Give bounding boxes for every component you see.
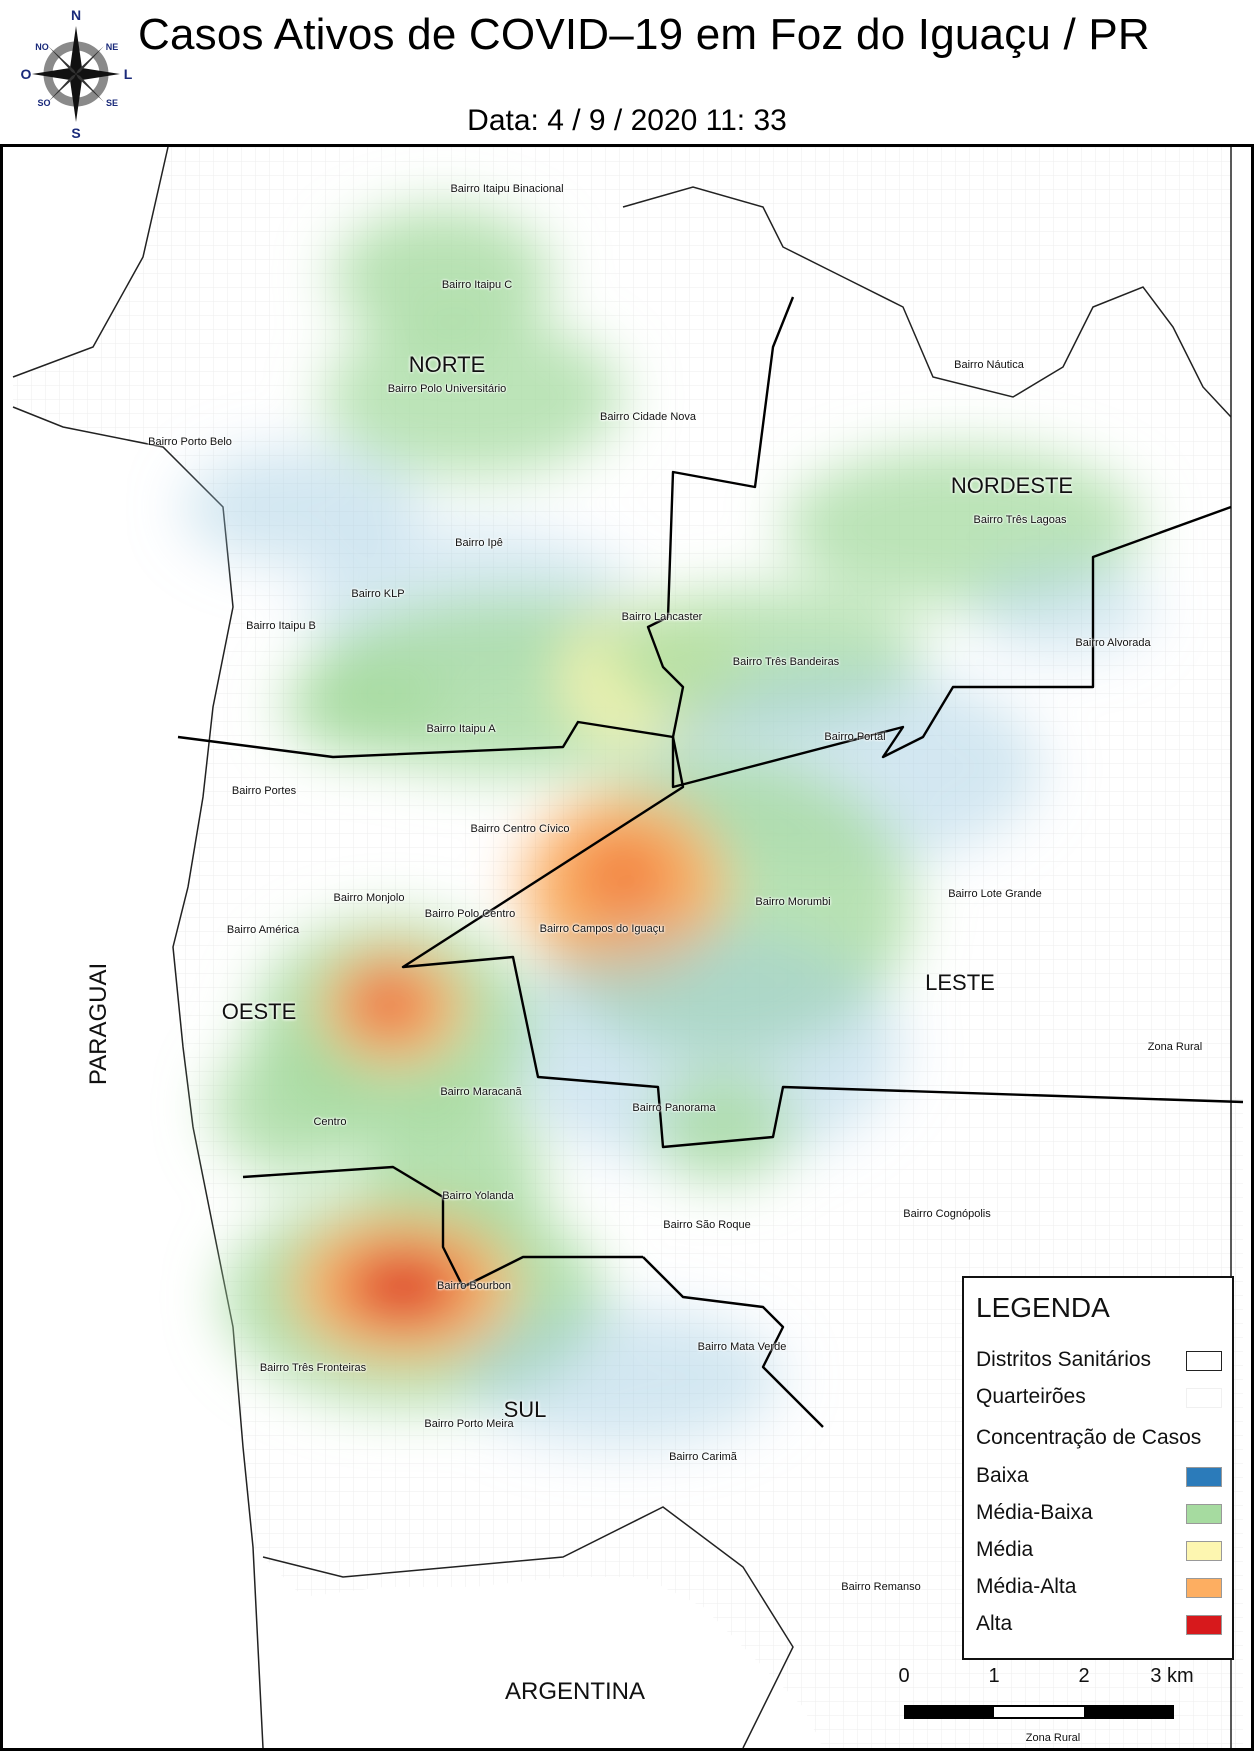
compass-l: L bbox=[124, 66, 133, 82]
compass-s: S bbox=[71, 125, 80, 141]
compass-n: N bbox=[71, 7, 81, 23]
label-alvorada: Bairro Alvorada bbox=[1075, 637, 1151, 649]
legend-level-media-baixa-label: Média-Baixa bbox=[976, 1501, 1093, 1524]
label-itaipu-binacional: Bairro Itaipu Binacional bbox=[450, 183, 564, 195]
district-oeste: OESTE bbox=[221, 999, 297, 1024]
label-polo-centro: Bairro Polo Centro bbox=[424, 908, 516, 920]
district-sul: SUL bbox=[503, 1397, 547, 1422]
label-polo-universitario: Bairro Polo Universitário bbox=[387, 383, 507, 395]
label-sao-roque: Bairro São Roque bbox=[663, 1219, 751, 1231]
legend-quarteiroes-swatch bbox=[1186, 1388, 1222, 1408]
legend-level-media-alta-swatch bbox=[1186, 1578, 1222, 1598]
legend-distritos-swatch bbox=[1186, 1351, 1222, 1371]
label-itaipu-a: Bairro Itaipu A bbox=[426, 723, 496, 735]
country-argentina: ARGENTINA bbox=[504, 1678, 646, 1705]
label-tres-fronteiras: Bairro Três Fronteiras bbox=[259, 1362, 367, 1374]
legend-level-baixa-label: Baixa bbox=[976, 1464, 1029, 1487]
label-portal: Bairro Portal bbox=[824, 731, 886, 743]
legend-level-media-alta-label: Média-Alta bbox=[976, 1575, 1077, 1598]
label-yolanda: Bairro Yolanda bbox=[442, 1190, 514, 1202]
compass-rose-icon: N S O L NO NE SO SE bbox=[21, 7, 133, 141]
label-porto-meira: Bairro Porto Meira bbox=[424, 1418, 514, 1430]
district-nordeste: NORDESTE bbox=[950, 473, 1074, 498]
label-panorama: Bairro Panorama bbox=[632, 1102, 716, 1114]
label-nautica: Bairro Náutica bbox=[954, 359, 1024, 371]
legend-level-baixa-swatch bbox=[1186, 1467, 1222, 1487]
map-legend: LEGENDA Distritos Sanitários Quarteirões… bbox=[962, 1276, 1234, 1660]
label-cognopolis: Bairro Cognópolis bbox=[903, 1208, 991, 1220]
compass-ne: NE bbox=[106, 42, 119, 52]
label-maracana: Bairro Maracanã bbox=[440, 1086, 522, 1098]
label-campos-do-iguacu: Bairro Campos do Iguaçu bbox=[539, 923, 665, 935]
country-paraguai: PARAGUAI bbox=[85, 962, 112, 1086]
label-tres-lagoas: Bairro Três Lagoas bbox=[973, 514, 1067, 526]
legend-concentracao-label: Concentração de Casos bbox=[976, 1426, 1202, 1449]
label-carima: Bairro Carimã bbox=[669, 1451, 737, 1463]
label-america: Bairro América bbox=[226, 924, 300, 936]
legend-level-media-baixa-swatch bbox=[1186, 1504, 1222, 1524]
label-zona-rural-south: Zona Rural bbox=[1025, 1732, 1081, 1744]
label-centro: Centro bbox=[313, 1116, 347, 1128]
map-canvas bbox=[3, 147, 1251, 1748]
legend-level-alta-label: Alta bbox=[976, 1612, 1013, 1635]
legend-distritos-label: Distritos Sanitários bbox=[976, 1348, 1152, 1371]
label-bourbon: Bairro Bourbon bbox=[437, 1280, 511, 1292]
legend-title: LEGENDA bbox=[976, 1292, 1110, 1323]
district-leste: LESTE bbox=[925, 970, 995, 995]
scale-tick-2: 2 bbox=[1078, 1665, 1090, 1687]
scale-tick-3: 3 km bbox=[1150, 1665, 1194, 1687]
label-cidade-nova: Bairro Cidade Nova bbox=[600, 411, 696, 423]
scale-tick-0: 0 bbox=[898, 1665, 910, 1687]
label-mata-verde: Bairro Mata Verde bbox=[697, 1341, 787, 1353]
map-date: Data: 4 / 9 / 2020 11: 33 bbox=[467, 104, 787, 137]
compass-o: O bbox=[21, 66, 32, 82]
heatmap-layer bbox=[183, 207, 1153, 1447]
legend-quarteiroes-label: Quarteirões bbox=[976, 1385, 1086, 1408]
iguacu-river bbox=[262, 1506, 794, 1748]
map-area[interactable]: NORTE NORDESTE LESTE OESTE SUL PARAGUAI … bbox=[3, 147, 1251, 1748]
compass-se: SE bbox=[106, 98, 118, 108]
label-lancaster: Bairro Lancaster bbox=[621, 611, 703, 623]
scale-tick-1: 1 bbox=[988, 1665, 1000, 1687]
legend-level-alta-swatch bbox=[1186, 1615, 1222, 1635]
legend-level-media-swatch bbox=[1186, 1541, 1222, 1561]
label-itaipu-c: Bairro Itaipu C bbox=[441, 279, 513, 291]
district-norte: NORTE bbox=[408, 352, 486, 377]
map-title: Casos Ativos de COVID–19 em Foz do Iguaç… bbox=[138, 10, 1150, 59]
label-remanso: Bairro Remanso bbox=[841, 1581, 921, 1593]
river-bank-paraguai bbox=[12, 406, 264, 1748]
label-zona-rural-east: Zona Rural bbox=[1147, 1041, 1203, 1053]
scale-bar-graphic bbox=[904, 1705, 1174, 1719]
label-morumbi: Bairro Morumbi bbox=[755, 896, 831, 908]
scale-bar: 0 1 2 3 km bbox=[898, 1665, 1200, 1745]
label-tres-bandeiras: Bairro Três Bandeiras bbox=[732, 656, 840, 668]
label-klp: Bairro KLP bbox=[351, 588, 405, 600]
label-portes: Bairro Portes bbox=[231, 785, 297, 797]
compass-no: NO bbox=[35, 42, 49, 52]
compass-so: SO bbox=[37, 98, 50, 108]
legend-level-media-label: Média bbox=[976, 1538, 1034, 1561]
district-boundaries bbox=[177, 296, 1244, 1428]
label-centro-civico: Bairro Centro Cívico bbox=[470, 823, 570, 835]
label-ipe: Bairro Ipê bbox=[455, 537, 503, 549]
river-bank-west bbox=[12, 147, 169, 378]
label-porto-belo: Bairro Porto Belo bbox=[148, 436, 232, 448]
label-monjolo: Bairro Monjolo bbox=[333, 892, 405, 904]
lake-shore bbox=[622, 186, 1232, 418]
label-lote-grande: Bairro Lote Grande bbox=[948, 888, 1042, 900]
map-header: N S O L NO NE SO SE Casos Ativos de COVI… bbox=[0, 0, 1254, 147]
label-itaipu-b: Bairro Itaipu B bbox=[246, 620, 316, 632]
